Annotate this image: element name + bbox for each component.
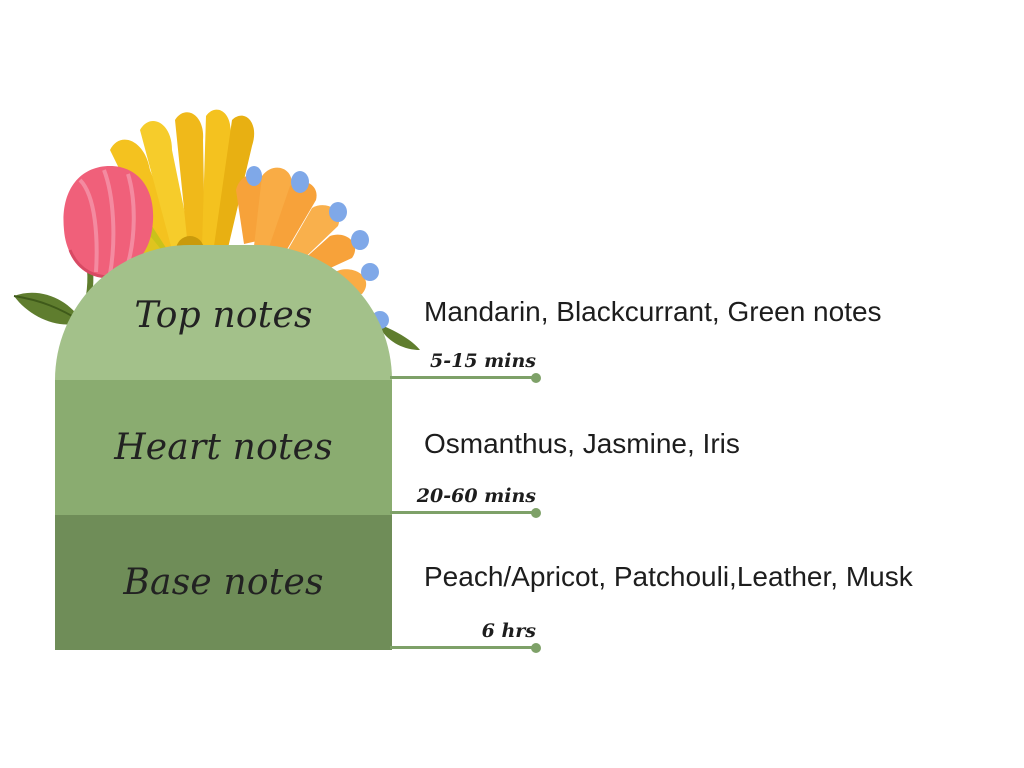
top-notes-duration: 5-15 mins (430, 350, 536, 372)
base-notes-duration: 6 hrs (481, 620, 536, 642)
heart-notes-connector (390, 507, 541, 518)
connector-dot (531, 507, 541, 518)
tier-heart-notes: Heart notes (55, 380, 392, 515)
yellow-flower-icon (90, 109, 255, 266)
tier-base-notes: Base notes (55, 515, 392, 650)
connector-dot (531, 642, 541, 653)
heart-notes-list: Osmanthus, Jasmine, Iris (424, 428, 740, 459)
connector-dot (531, 372, 541, 383)
heart-notes-duration: 20-60 mins (416, 485, 536, 507)
base-notes-list: Peach/Apricot, Patchouli,Leather, Musk (424, 561, 913, 592)
tier-label: Top notes (134, 295, 313, 336)
top-notes-connector (390, 372, 541, 383)
tier-label: Base notes (123, 562, 324, 603)
tier-top-notes: Top notes (55, 245, 392, 380)
top-notes-list: Mandarin, Blackcurrant, Green notes (424, 296, 882, 327)
tier-label: Heart notes (114, 427, 333, 468)
base-notes-connector (390, 642, 541, 653)
